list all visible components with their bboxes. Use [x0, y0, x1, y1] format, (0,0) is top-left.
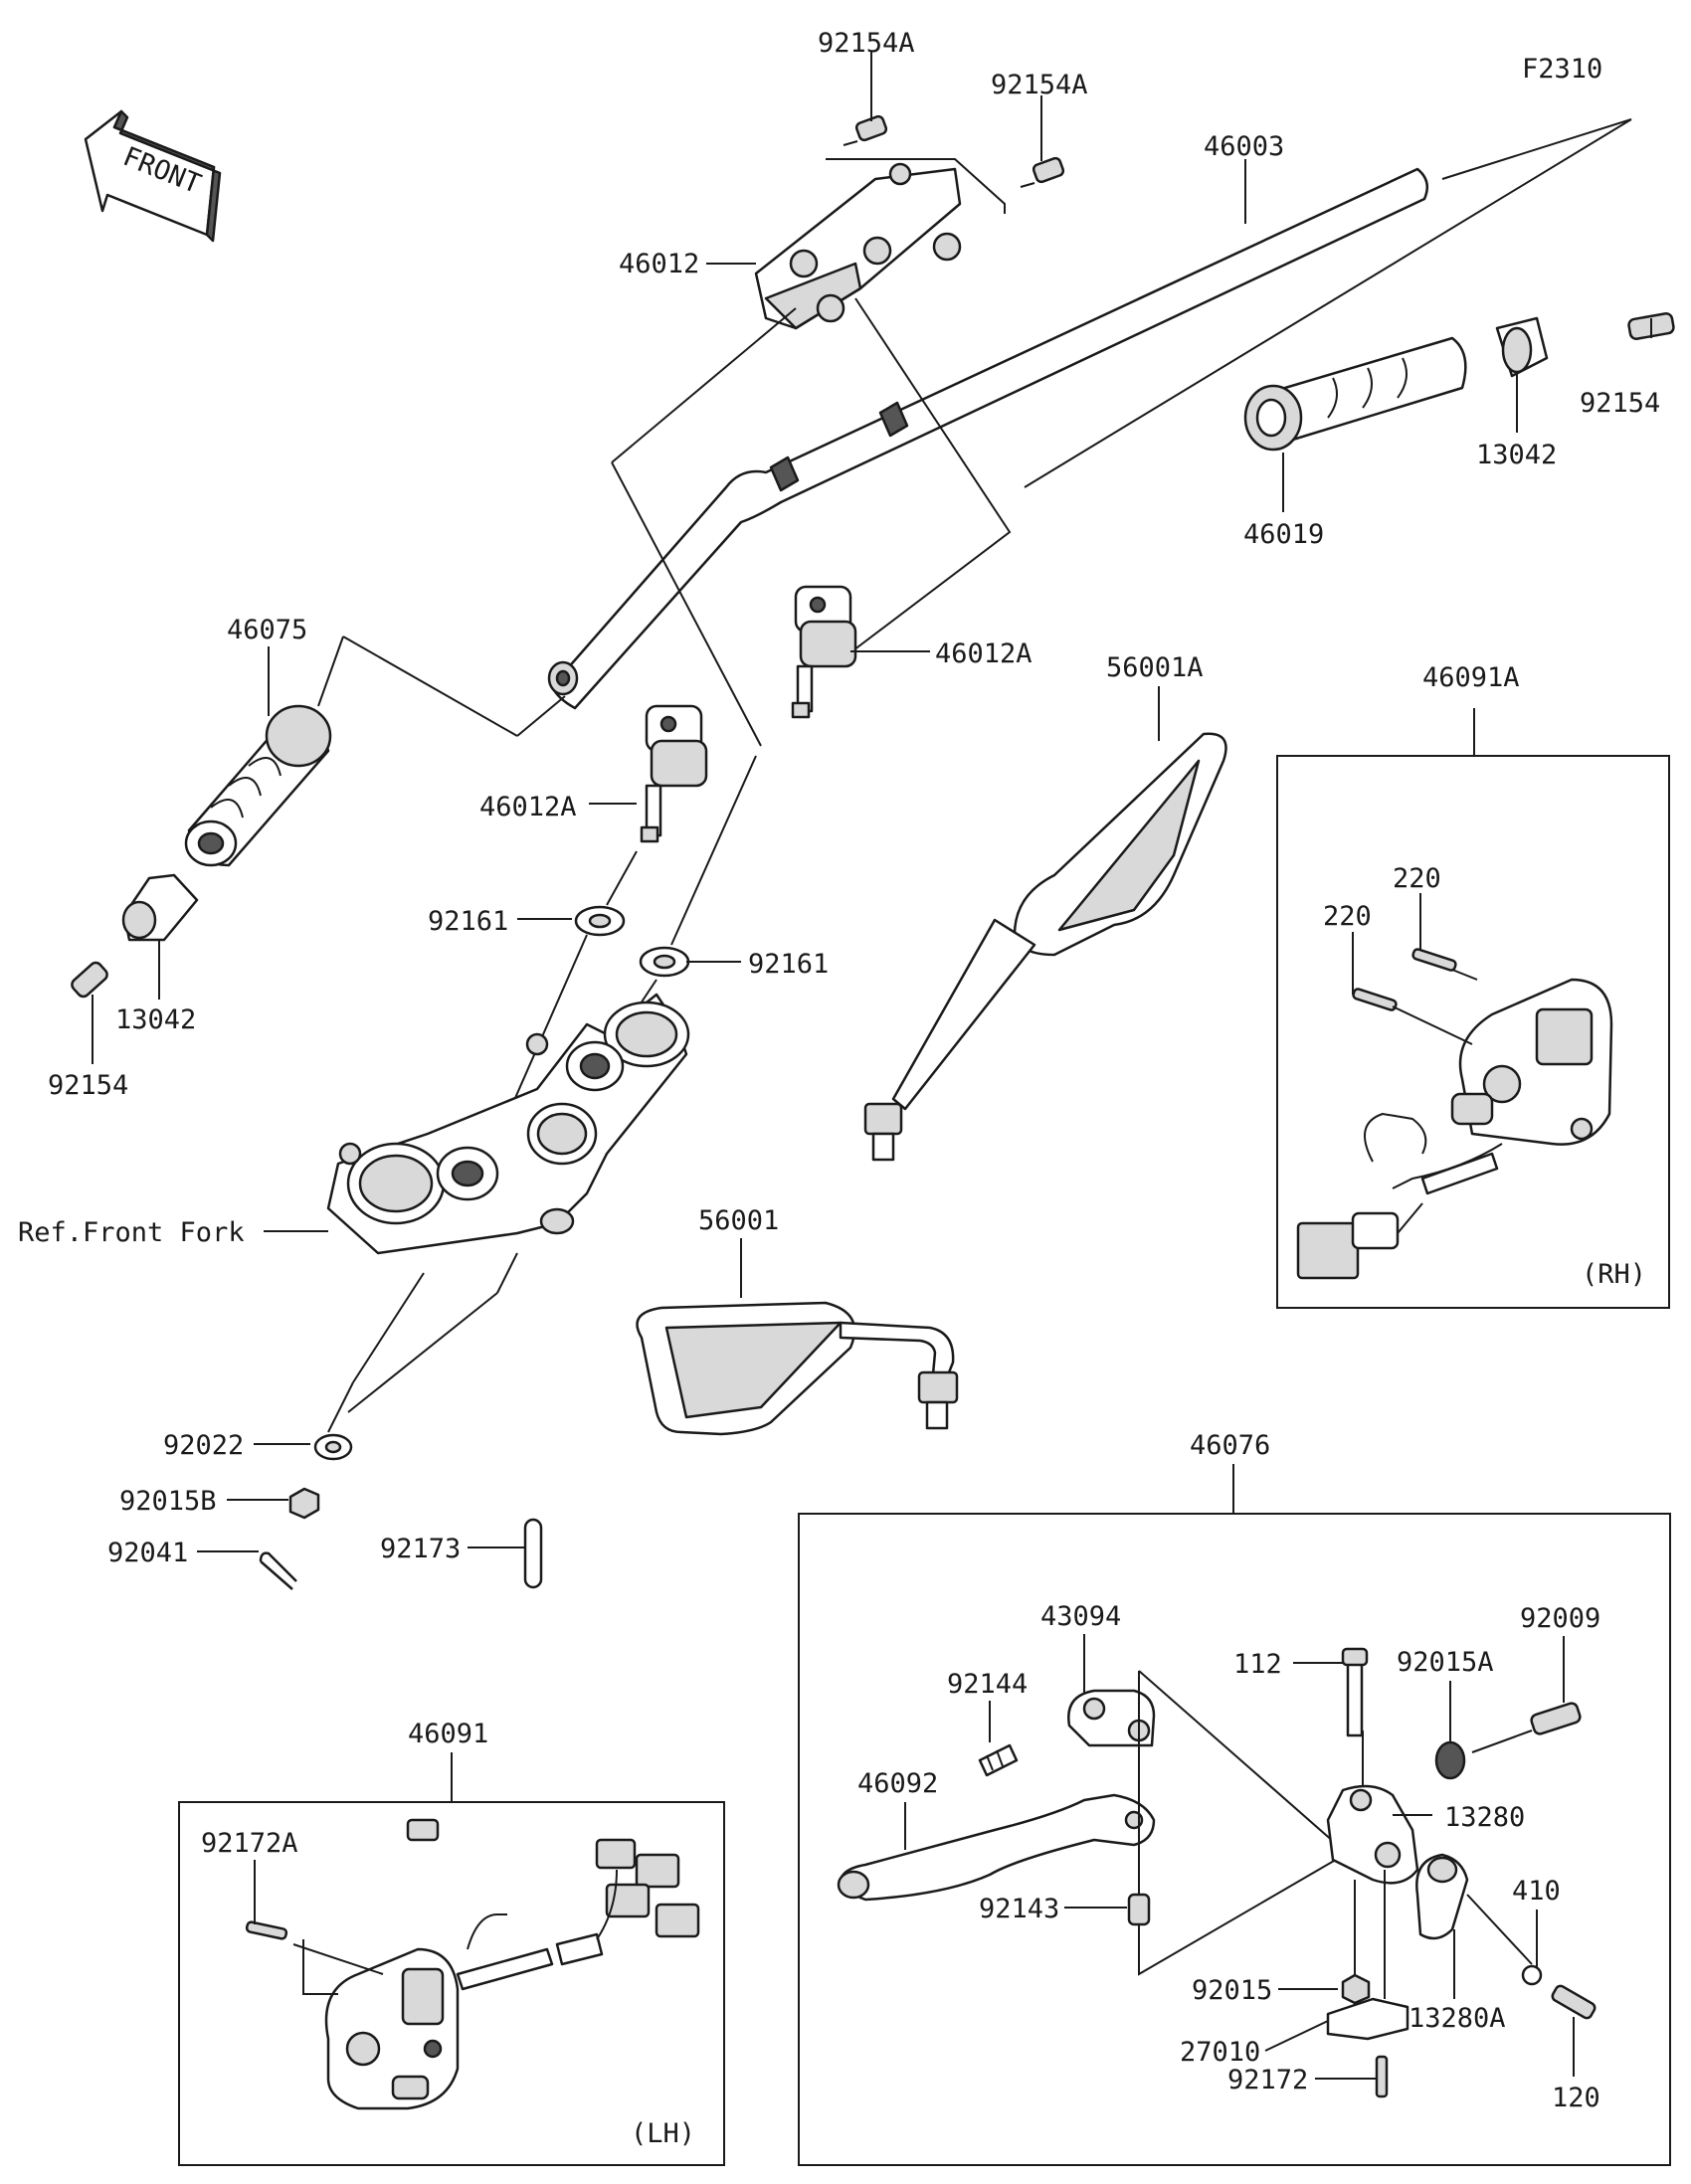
callout-410: 410	[1512, 1876, 1561, 1907]
front-arrow-icon: FRONT	[84, 109, 222, 243]
left-grip	[184, 704, 332, 867]
lower-clamp-right	[791, 585, 857, 719]
right-grip	[1243, 336, 1467, 452]
callout-92022: 92022	[163, 1430, 244, 1461]
callout-43094: 43094	[1040, 1601, 1121, 1632]
callout-112: 112	[1233, 1649, 1282, 1680]
callout-56001A: 56001A	[1106, 652, 1204, 683]
bar-end-right	[1495, 316, 1549, 378]
clutch-lever-assembly	[837, 1647, 1597, 2098]
callout-92143: 92143	[979, 1894, 1059, 1924]
callout-46076: 46076	[1190, 1430, 1270, 1461]
callout-92154-right: 92154	[1580, 388, 1660, 419]
callout-46012A-left: 46012A	[479, 792, 577, 822]
callout-46091A: 46091A	[1422, 662, 1520, 693]
callout-92173: 92173	[380, 1534, 461, 1564]
callout-46019: 46019	[1243, 519, 1324, 550]
callout-92154A-left: 92154A	[818, 28, 915, 59]
callout-92161-right: 92161	[748, 949, 829, 980]
pin-92173	[523, 1518, 543, 1589]
upper-clamp	[611, 114, 1065, 747]
callout-ref-front-fork: Ref.Front Fork	[18, 1217, 245, 1248]
lh-switch	[245, 1818, 700, 2110]
callout-13280A: 13280A	[1409, 2003, 1506, 2034]
nut-92015B	[288, 1487, 320, 1520]
callout-92041: 92041	[107, 1538, 188, 1568]
rh-label: (RH)	[1582, 1259, 1646, 1290]
callout-92154-left: 92154	[48, 1070, 128, 1101]
callout-labels: F2310 92154A 92154A 46003 46012 92154 13…	[18, 28, 1660, 2149]
callout-92172A: 92172A	[201, 1828, 298, 1859]
callout-92015A: 92015A	[1397, 1647, 1494, 1678]
figure-code: F2310	[1522, 54, 1602, 85]
cotter-pin-92041	[259, 1551, 297, 1590]
callout-92009: 92009	[1520, 1603, 1600, 1634]
callout-13280: 13280	[1444, 1802, 1525, 1833]
lh-label: (LH)	[631, 2118, 695, 2149]
callout-46075: 46075	[227, 615, 307, 645]
rh-switch	[1296, 948, 1613, 1280]
callout-46003: 46003	[1204, 131, 1284, 162]
callout-92161-left: 92161	[428, 906, 508, 937]
callout-220-a: 220	[1393, 863, 1441, 894]
callout-27010: 27010	[1180, 2037, 1260, 2068]
mirror-56001A	[863, 732, 1227, 1162]
callout-46091: 46091	[408, 1719, 488, 1749]
callout-leaders	[92, 52, 1652, 2080]
bolt-92154-left	[71, 961, 108, 999]
callout-46012A-right: 46012A	[935, 638, 1033, 669]
callout-13042-right: 13042	[1476, 440, 1557, 470]
callout-13042-left: 13042	[115, 1004, 196, 1035]
callout-92154A-right: 92154A	[991, 70, 1088, 100]
handlebar	[547, 118, 1632, 710]
mirror-56001	[636, 1301, 959, 1436]
callout-92015: 92015	[1192, 1975, 1272, 2006]
callout-92144: 92144	[947, 1669, 1028, 1700]
callout-56001: 56001	[698, 1205, 779, 1236]
callout-120: 120	[1552, 2083, 1600, 2113]
upper-triple-clamp	[326, 993, 690, 1255]
callout-46012: 46012	[619, 249, 699, 279]
bar-end-left	[121, 873, 199, 942]
callout-220-b: 220	[1323, 901, 1372, 932]
lower-clamp-left	[640, 704, 708, 843]
callout-46092: 46092	[857, 1768, 938, 1799]
callout-92172: 92172	[1227, 2065, 1308, 2095]
callout-92015B: 92015B	[119, 1486, 217, 1517]
